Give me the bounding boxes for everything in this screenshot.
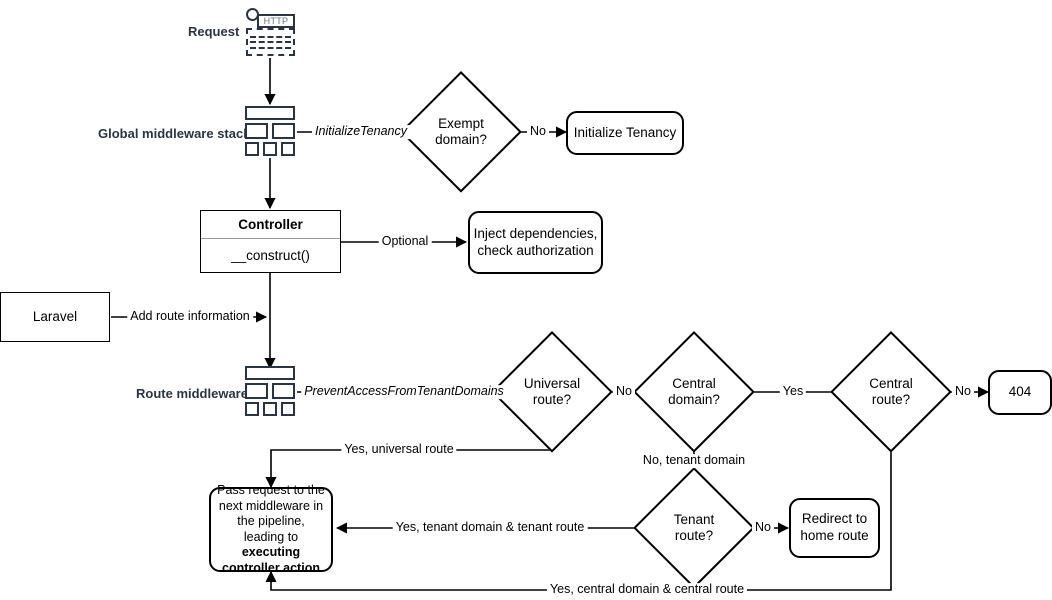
stack-row — [245, 123, 295, 139]
edge-label-central-domain-yes: Yes — [779, 384, 807, 399]
http-body-line — [250, 46, 291, 49]
pass-request-emphasis-2: controller action — [222, 560, 320, 575]
stack-cell — [245, 123, 268, 139]
global-middleware-stack-icon — [245, 106, 295, 156]
decision-tenant-route[interactable]: Tenant route? — [633, 467, 755, 589]
stack-cell — [263, 402, 277, 416]
node-redirect-home-route-label: Redirect to home route — [800, 511, 869, 543]
edge-label-yes-central-domain-central-route: Yes, central domain & central route — [546, 582, 748, 597]
decision-central-route-label: Central route? — [869, 375, 913, 407]
stack-cell — [245, 402, 259, 416]
node-controller-title: Controller — [201, 211, 340, 239]
caption-request: Request — [188, 24, 240, 39]
node-redirect-home-route[interactable]: Redirect to home route — [789, 498, 880, 558]
http-body-line — [250, 35, 291, 38]
node-laravel[interactable]: Laravel — [0, 292, 110, 342]
stack-row — [245, 142, 295, 156]
edge-label-tenant-route-no: No — [752, 520, 774, 535]
stack-row — [245, 383, 295, 399]
decision-tenant-route-label: Tenant route? — [673, 511, 715, 543]
stack-cell — [281, 402, 295, 416]
http-body-line — [250, 41, 291, 43]
node-controller-method: __construct() — [231, 248, 310, 263]
caption-global-middleware-stack: Global middleware stack — [98, 126, 251, 141]
edge-label-yes-universal-route: Yes, universal route — [341, 442, 457, 457]
stack-cell — [272, 383, 295, 399]
decision-central-domain-label: Central domain? — [668, 375, 720, 407]
edge-label-universal-no: No — [613, 384, 635, 399]
decision-exempt-domain[interactable]: Exempt domain? — [400, 71, 522, 193]
edge-label-yes-tenant-domain-tenant-route: Yes, tenant domain & tenant route — [392, 520, 588, 535]
pass-request-emphasis-1: executing — [241, 545, 301, 559]
decision-central-route[interactable]: Central route? — [830, 331, 952, 453]
stack-cell — [281, 142, 295, 156]
http-label-text: HTTP — [263, 15, 289, 26]
pass-request-line-1: Pass request to the — [217, 483, 325, 497]
stack-cell — [245, 142, 259, 156]
stack-row — [245, 366, 295, 380]
pass-request-line-3: the pipeline, leading — [237, 514, 305, 544]
stack-row — [245, 402, 295, 416]
http-request-icon: HTTP — [246, 8, 298, 60]
stack-cell — [272, 123, 295, 139]
edge-label-no-tenant-domain: No, tenant domain — [639, 453, 749, 468]
node-inject-dependencies[interactable]: Inject dependencies, check authorization — [468, 211, 603, 274]
node-initialize-tenancy-label: Initialize Tenancy — [573, 124, 677, 140]
edge-label-add-route-information: Add route information — [127, 309, 253, 324]
decision-universal-route-label: Universal route? — [523, 375, 581, 407]
stack-cell — [245, 366, 295, 380]
node-pass-request[interactable]: Pass request to the next middleware in t… — [209, 483, 333, 575]
edge-label-initialize-tenancy: InitializeTenancy — [312, 124, 410, 139]
stack-cell — [245, 106, 295, 120]
node-404-label: 404 — [1008, 384, 1032, 400]
edge-label-central-route-no: No — [952, 384, 974, 399]
http-label-box: HTTP — [257, 14, 295, 28]
edge-label-prevent-access: PreventAccessFromTenantDomains — [301, 384, 507, 399]
route-middleware-stack-icon — [245, 366, 295, 416]
pass-request-line-4: to — [287, 529, 299, 544]
stack-row — [245, 106, 295, 120]
stack-cell — [245, 383, 268, 399]
node-inject-dependencies-label: Inject dependencies, check authorization — [473, 225, 598, 258]
node-pass-request-label: Pass request to the next middleware in t… — [216, 483, 326, 576]
edge-label-exempt-no: No — [527, 124, 549, 139]
caption-route-middleware: Route middleware — [136, 386, 248, 401]
node-404[interactable]: 404 — [988, 370, 1052, 415]
pass-request-line-2: next middleware in — [218, 498, 324, 513]
node-laravel-label: Laravel — [32, 308, 78, 324]
decision-central-domain[interactable]: Central domain? — [633, 331, 755, 453]
decision-universal-route[interactable]: Universal route? — [491, 331, 613, 453]
http-body-dashed-icon — [246, 28, 295, 56]
edge-label-optional: Optional — [378, 234, 432, 249]
node-initialize-tenancy[interactable]: Initialize Tenancy — [566, 111, 684, 155]
stack-cell — [263, 142, 277, 156]
decision-exempt-domain-label: Exempt domain? — [435, 115, 487, 147]
node-controller[interactable]: Controller __construct() — [200, 210, 341, 273]
